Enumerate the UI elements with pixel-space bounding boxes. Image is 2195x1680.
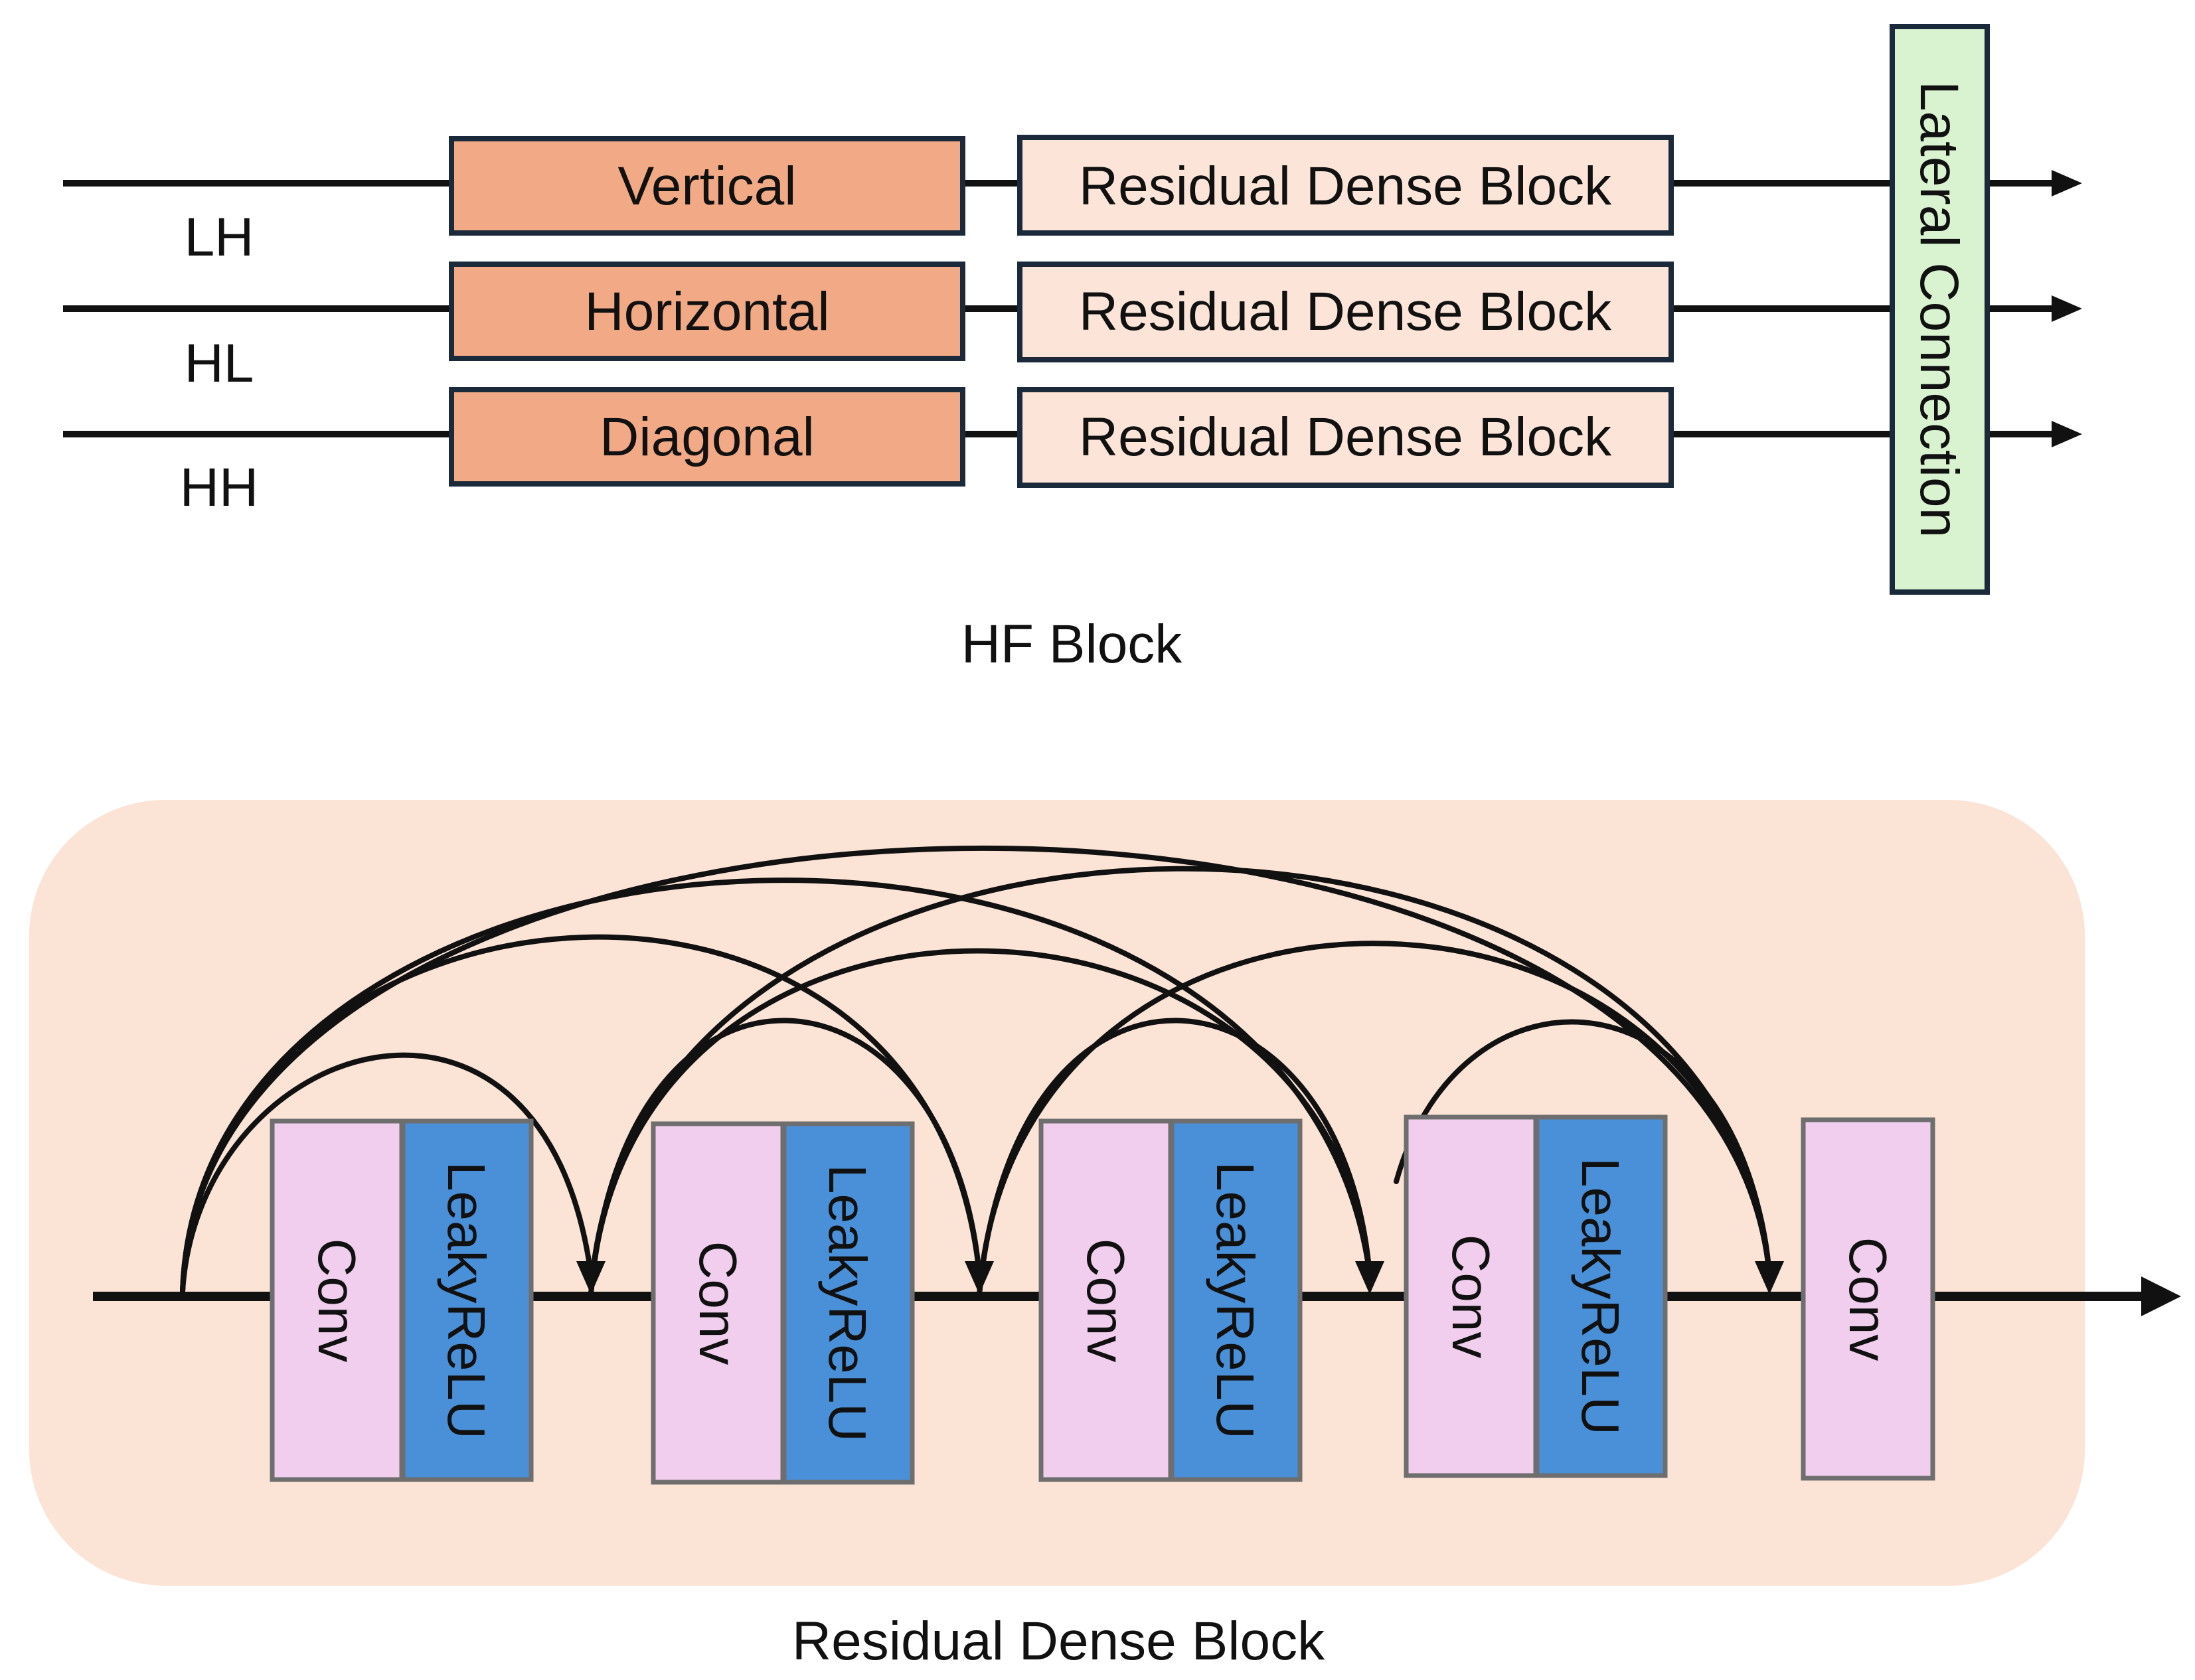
- vertical-label: Vertical: [618, 156, 797, 216]
- leakyrelu-label-3: LeakyReLU: [1206, 1162, 1265, 1439]
- rdb-label-3: Residual Dense Block: [1079, 407, 1612, 467]
- conv-block-final: [1801, 1117, 1935, 1481]
- conv-label-2: Conv: [689, 1241, 748, 1365]
- arrowhead-node-2: [965, 1261, 994, 1294]
- leakyrelu-label-2: LeakyReLU: [818, 1164, 877, 1442]
- conv-label-4: Conv: [1441, 1235, 1501, 1359]
- leakyrelu-block-2: [781, 1121, 915, 1485]
- horizontal-label: Horizontal: [584, 281, 829, 342]
- rdb-box-3: [1017, 387, 1674, 488]
- rdb-label-2: Residual Dense Block: [1079, 281, 1612, 342]
- horizontal-box: [449, 262, 965, 361]
- rdb-caption: Residual Dense Block: [792, 1611, 1325, 1671]
- diagonal-box: [449, 387, 965, 487]
- hl-arrowhead: [2052, 295, 2082, 322]
- hh-label: HH: [180, 457, 258, 518]
- skip-arc-2-3: [977, 1018, 1372, 1297]
- skip-arc-2-4: [977, 941, 1772, 1297]
- conv-block-3: [1038, 1118, 1173, 1482]
- dense-connections: [180, 846, 1772, 1297]
- conv-label-final: Conv: [1838, 1237, 1898, 1361]
- rdb-box-2: [1017, 262, 1674, 362]
- conv-label-1: Conv: [307, 1239, 366, 1363]
- leakyrelu-label-4: LeakyReLU: [1571, 1158, 1630, 1435]
- leakyrelu-block-3: [1169, 1118, 1303, 1482]
- hl-label: HL: [185, 333, 254, 394]
- skip-arc-0-1: [180, 1052, 594, 1294]
- rdb-box-1: [1017, 135, 1674, 236]
- vertical-box: [449, 136, 965, 236]
- leakyrelu-label-1: LeakyReLU: [437, 1162, 496, 1439]
- skip-arc-1-4: [588, 866, 1772, 1297]
- residual-dense-block: Conv LeakyReLU Conv LeakyReLU Conv Leaky…: [29, 800, 2181, 1671]
- rdb-label-1: Residual Dense Block: [1079, 156, 1612, 216]
- diagonal-label: Diagonal: [600, 407, 815, 467]
- hf-block: LH HL HH Vertical Horizontal Diagonal Re…: [63, 24, 2082, 674]
- lateral-connection-box: [1890, 24, 1990, 595]
- skip-arc-3-4: [1394, 1019, 1772, 1277]
- lateral-connection-label: Lateral Connection: [1909, 81, 1969, 538]
- hh-arrowhead: [2052, 421, 2082, 447]
- lh-arrowhead: [2052, 170, 2082, 196]
- conv-label-3: Conv: [1076, 1239, 1135, 1363]
- hf-block-caption: HF Block: [961, 614, 1183, 674]
- arrowhead-node-3: [1355, 1261, 1384, 1294]
- conv-block-4: [1404, 1114, 1538, 1478]
- arrowhead-node-1: [576, 1261, 606, 1294]
- rdb-output-arrowhead: [2141, 1276, 2181, 1316]
- lh-label: LH: [185, 207, 254, 267]
- conv-block-1: [270, 1118, 404, 1482]
- leakyrelu-block-1: [400, 1118, 534, 1482]
- arrowhead-node-4: [1755, 1261, 1784, 1294]
- leakyrelu-block-4: [1534, 1114, 1668, 1478]
